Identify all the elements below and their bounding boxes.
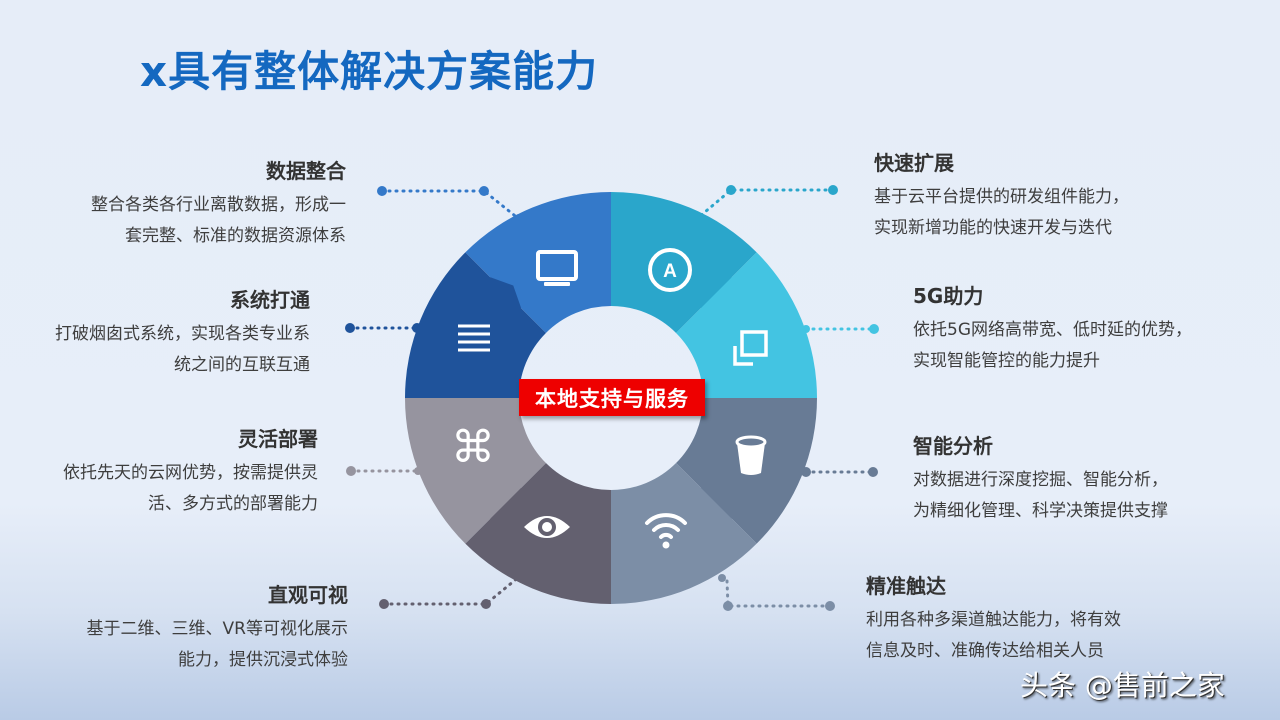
item-desc-line: 利用各种多渠道触达能力，将有效 [866, 610, 1121, 630]
item-desc-line: 能力，提供沉浸式体验 [178, 650, 348, 670]
item-title: 数据整合 [266, 159, 346, 183]
item-desc-line: 套完整、标准的数据资源体系 [125, 226, 346, 246]
item-title: 精准触达 [866, 574, 946, 598]
item-flexible-deploy: 灵活部署 依托先天的云网优势，按需提供灵 活、多方式的部署能力 [63, 426, 318, 520]
connector-fast-expand [697, 188, 835, 219]
list-icon [458, 324, 490, 352]
item-desc-line: 基于云平台提供的研发组件能力， [874, 187, 1129, 207]
item-title: 智能分析 [913, 434, 993, 458]
ring-segment-wifi [600, 463, 757, 604]
item-fast-expand: 快速扩展 基于云平台提供的研发组件能力， 实现新增功能的快速开发与迭代 [874, 150, 1129, 244]
monitor-icon [536, 250, 578, 286]
item-desc-line: 打破烟囱式系统，实现各类专业系 [55, 324, 310, 344]
page-title: x具有整体解决方案能力 [140, 47, 599, 96]
item-desc-line: 为精细化管理、科学决策提供支撑 [913, 501, 1168, 521]
item-desc-line: 实现新增功能的快速开发与迭代 [874, 218, 1112, 238]
item-title: 系统打通 [230, 288, 310, 312]
ring-segment-monitor [465, 192, 622, 333]
connectors [348, 188, 876, 608]
connector-visualization [382, 574, 522, 606]
a-circle-icon: A [648, 248, 692, 292]
bucket-icon [735, 435, 767, 475]
connector-precise-reach [725, 579, 832, 608]
item-title: 灵活部署 [238, 427, 318, 451]
item-desc-line: 依托先天的云网优势，按需提供灵 [63, 463, 318, 483]
eye-icon [524, 516, 570, 538]
item-desc-line: 实现智能管控的能力提升 [913, 351, 1100, 371]
watermark: 头条 @售前之家 [1020, 669, 1225, 702]
wifi-icon [645, 513, 687, 549]
item-precise-reach: 精准触达 利用各种多渠道触达能力，将有效 信息及时、准确传达给相关人员 [866, 573, 1121, 667]
svg-text:A: A [663, 261, 677, 282]
item-desc-line: 依托5G网络高带宽、低时延的优势， [913, 320, 1192, 340]
segment-icons: A ⌘ [451, 248, 768, 549]
center-label: 本地支持与服务 [519, 379, 705, 416]
command-icon: ⌘ [451, 422, 495, 473]
item-title: 5G助力 [913, 284, 984, 308]
item-smart-analysis: 智能分析 对数据进行深度挖掘、智能分析， 为精细化管理、科学决策提供支撑 [913, 433, 1168, 527]
ring-segment-command [405, 387, 546, 544]
item-desc-line: 统之间的互联互通 [174, 355, 310, 375]
svg-text:⌘: ⌘ [451, 422, 495, 473]
connector-data-integration [380, 189, 521, 221]
item-desc-line: 信息及时、准确传达给相关人员 [866, 641, 1104, 661]
item-system-connect: 系统打通 打破烟囱式系统，实现各类专业系 统之间的互联互通 [55, 287, 310, 381]
item-visualization: 直观可视 基于二维、三维、VR等可视化展示 能力，提供沉浸式体验 [87, 582, 348, 676]
item-title: 直观可视 [268, 583, 348, 607]
item-data-integration: 数据整合 整合各类各行业离散数据，形成一 套完整、标准的数据资源体系 [91, 158, 346, 252]
item-desc-line: 整合各类各行业离散数据，形成一 [91, 195, 346, 215]
copy-icon [733, 330, 768, 366]
item-desc-line: 活、多方式的部署能力 [148, 494, 318, 514]
item-title: 快速扩展 [874, 151, 954, 175]
item-desc-line: 对数据进行深度挖掘、智能分析， [913, 470, 1168, 490]
item-5g-power: 5G助力 依托5G网络高带宽、低时延的优势， 实现智能管控的能力提升 [913, 283, 1192, 377]
item-desc-line: 基于二维、三维、VR等可视化展示 [86, 619, 348, 639]
